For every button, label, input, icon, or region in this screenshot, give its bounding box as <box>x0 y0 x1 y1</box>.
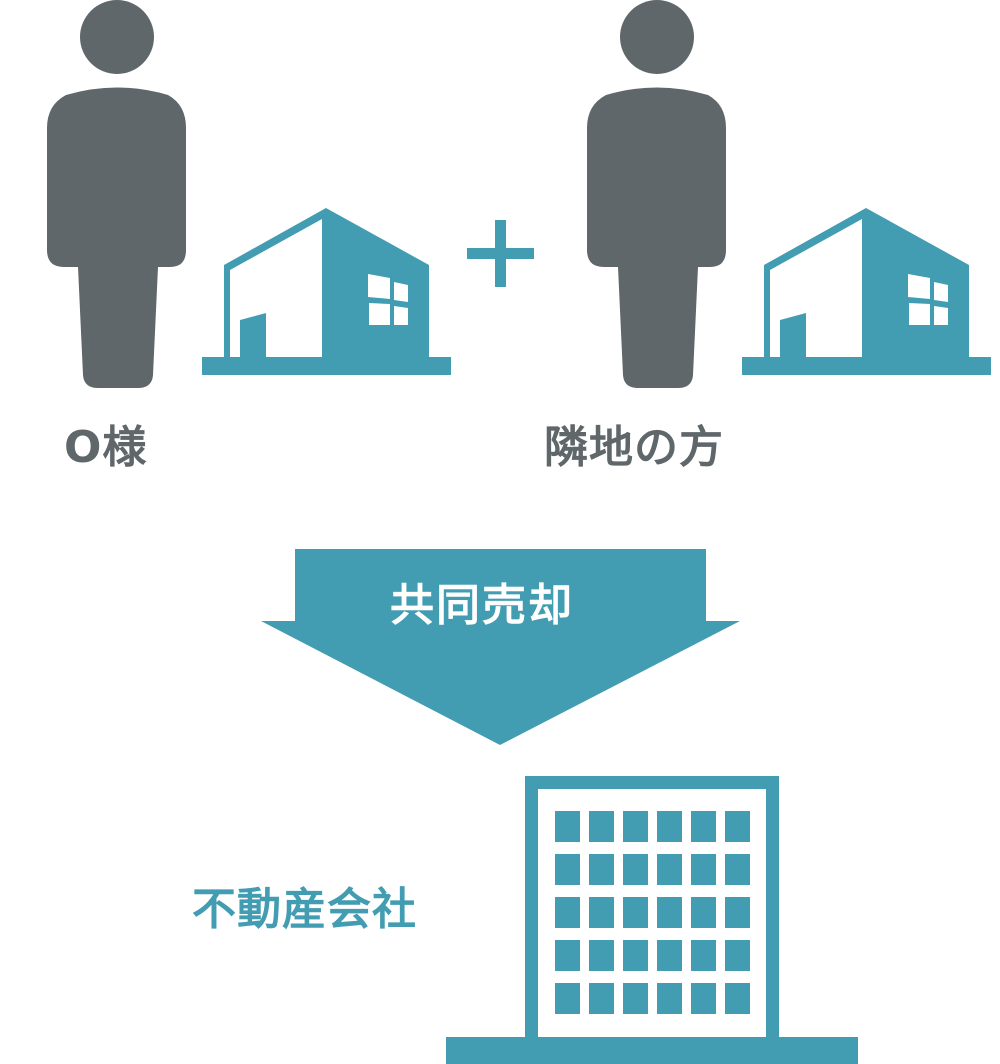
house-icon <box>202 208 451 375</box>
down-arrow-icon <box>261 549 740 745</box>
party-label-owner: O様 <box>64 422 148 473</box>
result-label: 不動産会社 <box>192 884 417 935</box>
plus-icon <box>467 220 534 287</box>
person-icon <box>47 0 186 388</box>
party-label-neighbor: 隣地の方 <box>544 422 724 473</box>
office-building-icon <box>446 776 858 1064</box>
person-icon <box>587 0 726 388</box>
arrow-label: 共同売却 <box>390 580 574 631</box>
house-icon <box>742 208 991 375</box>
